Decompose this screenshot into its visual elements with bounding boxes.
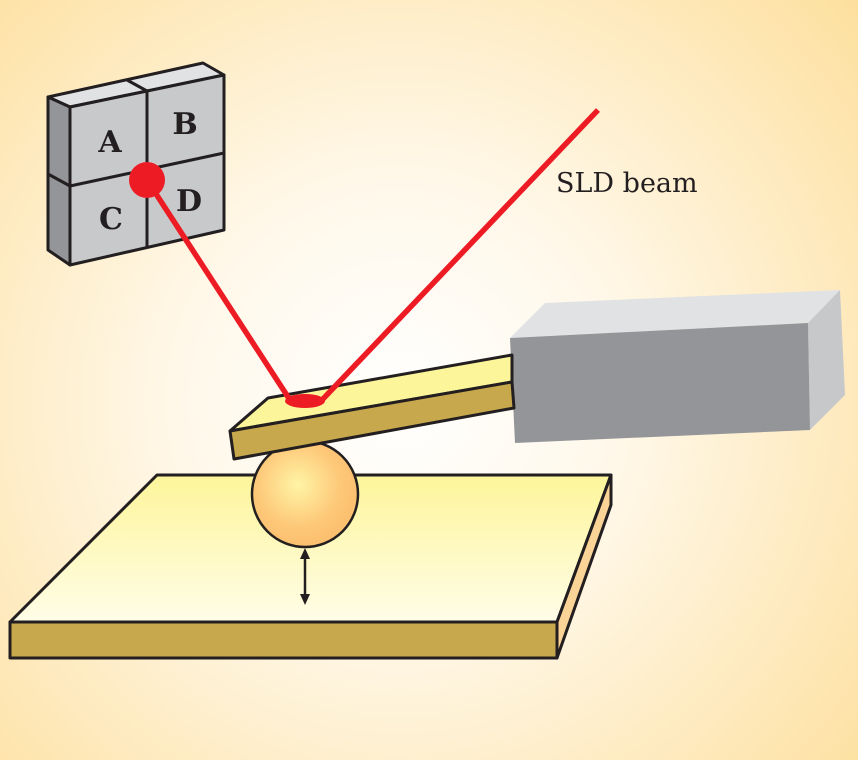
quadrant-c-label: C: [99, 202, 123, 237]
stage-front: [8, 620, 559, 660]
quadrant-a-label: A: [97, 125, 122, 160]
reflected-spot: [129, 162, 165, 198]
quadrant-d-label: D: [176, 184, 202, 219]
cantilever-holder: [510, 290, 845, 443]
quadrant-b-label: B: [172, 107, 197, 142]
quadrant-photodetector: [46, 61, 226, 267]
beam-label: SLD beam: [556, 168, 698, 199]
cantilever: [228, 353, 516, 461]
sample-stage: [8, 473, 613, 660]
stage-side: [555, 473, 613, 660]
laser-spot: [285, 394, 325, 408]
vertical-motion-arrow-icon: [300, 548, 310, 605]
colloidal-probe-sphere: [250, 439, 360, 549]
